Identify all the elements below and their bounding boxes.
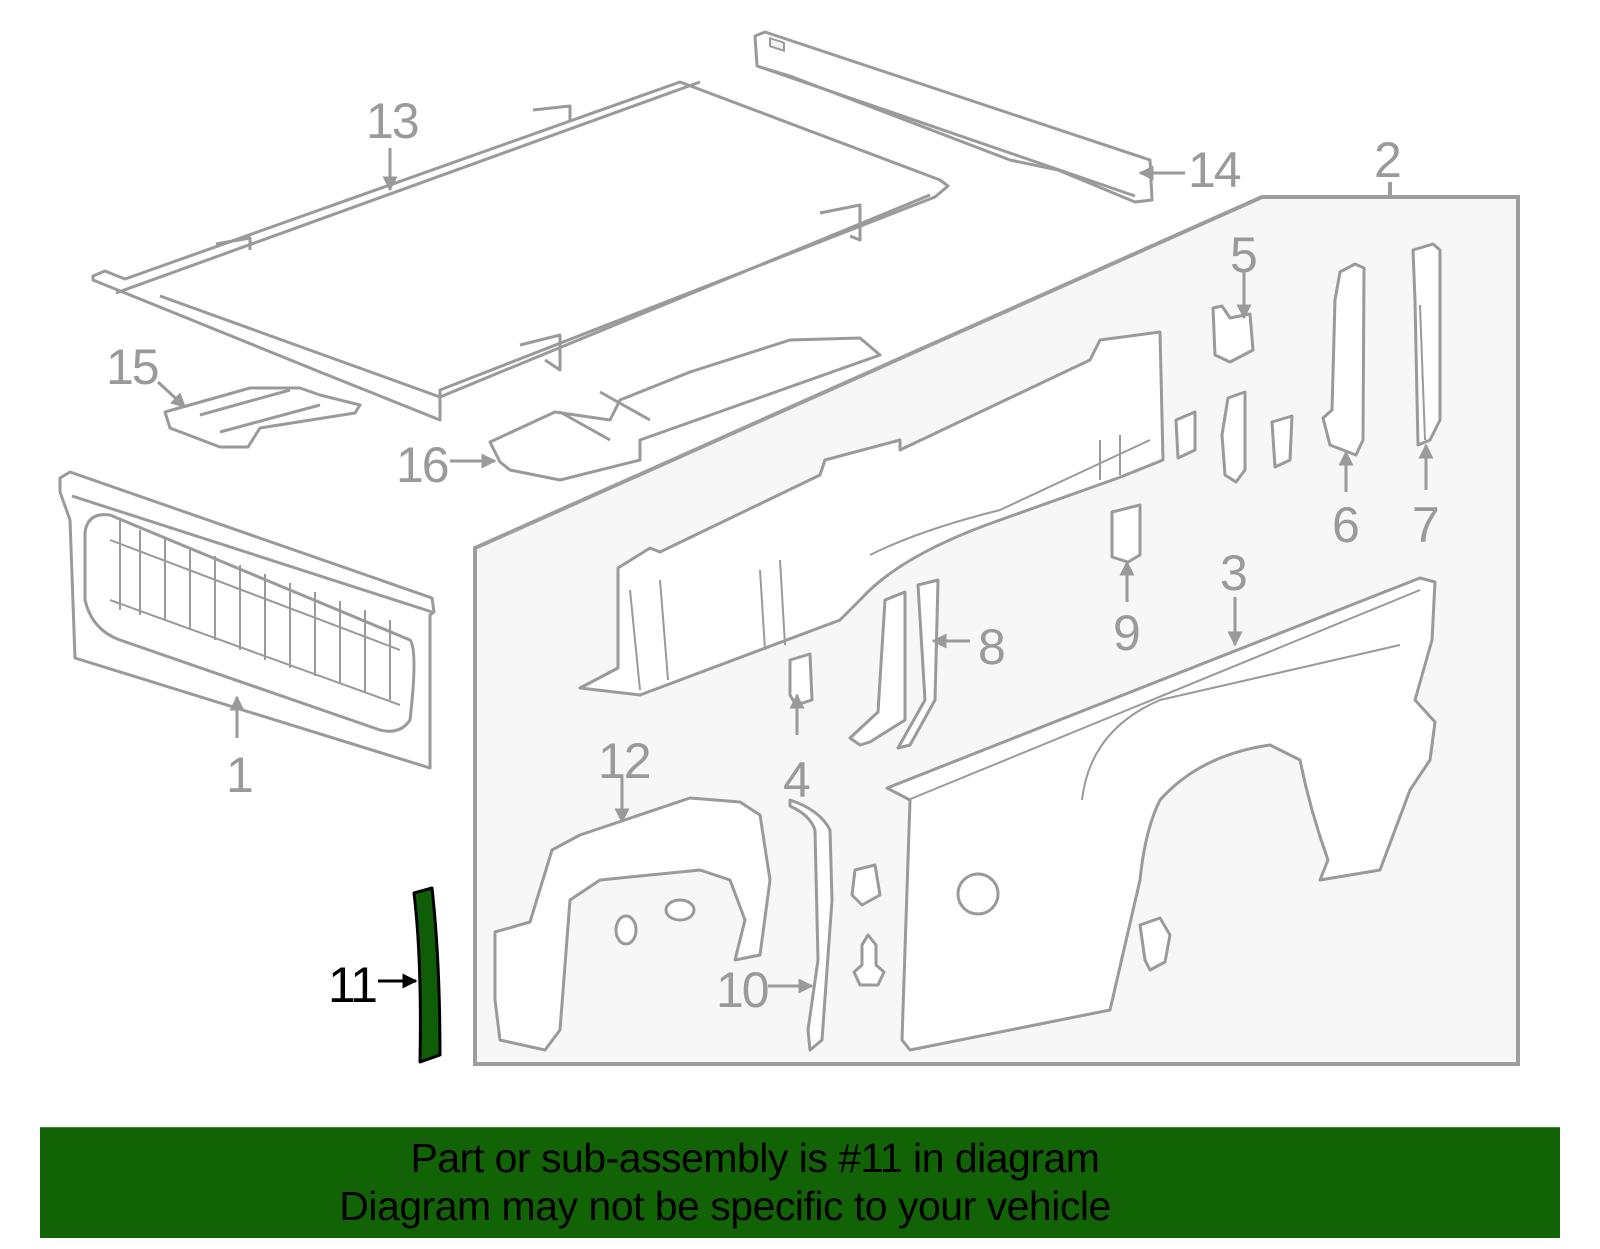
crossmember-part-16[interactable]: [488, 336, 882, 482]
reinforcement-part-10[interactable]: [788, 798, 834, 1052]
tailgate-part-1[interactable]: [58, 470, 436, 770]
front-pillar-part-6[interactable]: [1321, 262, 1366, 457]
callout-11: 11: [328, 957, 378, 1013]
bracket-small-near-3[interactable]: [1138, 916, 1172, 972]
bracket-part-4[interactable]: [788, 652, 814, 707]
rear-pillar-part-7[interactable]: [1411, 242, 1442, 447]
banner-line-disclaimer: Diagram may not be specific to your vehi…: [339, 1183, 1111, 1229]
callout-14: 14: [1188, 142, 1242, 198]
inner-side-panel[interactable]: [578, 330, 1165, 697]
callout-12: 12: [598, 733, 652, 789]
callout-10: 10: [716, 962, 770, 1018]
front-rail-part-14[interactable]: [753, 30, 1154, 204]
crossmember-bracket-part-15[interactable]: [163, 386, 362, 449]
callout-13: 13: [366, 93, 420, 149]
callout-1: 1: [226, 747, 254, 803]
bracket-part-9[interactable]: [1110, 503, 1142, 564]
small-bracket-b[interactable]: [1220, 390, 1247, 484]
leader-15: [156, 380, 187, 409]
floor-panel-part-13[interactable]: [91, 80, 950, 422]
highlighted-part-11[interactable]: [412, 886, 442, 1064]
outer-side-panel-part-3[interactable]: [885, 576, 1437, 1052]
push-pin-fastener[interactable]: [852, 933, 886, 987]
callout-15: 15: [106, 339, 160, 395]
part-info-banner: Part or sub-assembly is #11 in diagram D…: [40, 1127, 1560, 1238]
callout-8: 8: [978, 619, 1006, 675]
banner-line-part-number: Part or sub-assembly is #11 in diagram: [410, 1135, 1100, 1181]
bracket-part-5[interactable]: [1211, 304, 1255, 364]
callout-16: 16: [396, 437, 450, 493]
wheelhouse-part-12[interactable]: [493, 796, 772, 1052]
callout-6: 6: [1332, 497, 1360, 553]
callout-3: 3: [1220, 545, 1248, 601]
callout-7: 7: [1412, 497, 1440, 553]
callout-2: 2: [1374, 132, 1402, 188]
small-bracket-a[interactable]: [1174, 410, 1197, 460]
callout-9: 9: [1113, 605, 1141, 661]
callout-5: 5: [1230, 227, 1258, 283]
clip-part[interactable]: [850, 863, 882, 907]
callout-4: 4: [783, 752, 811, 808]
small-bracket-c[interactable]: [1270, 414, 1294, 469]
inner-brace-part-8[interactable]: [848, 578, 940, 750]
